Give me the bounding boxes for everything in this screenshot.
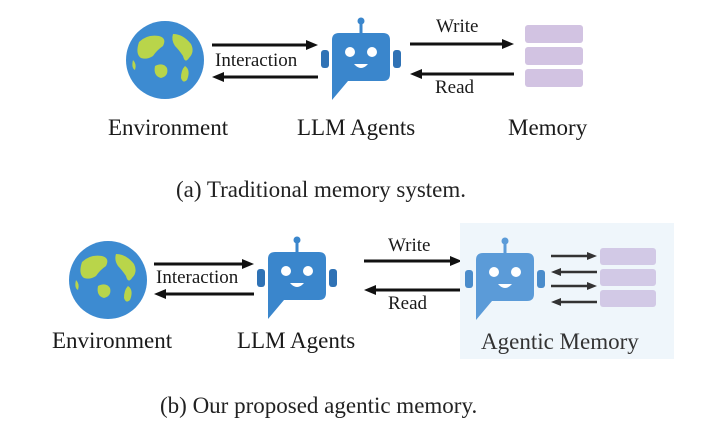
interaction-arrow-right <box>212 40 318 50</box>
memory-stack-icon <box>525 25 583 87</box>
interaction-arrow-right <box>154 259 254 269</box>
interaction-label: Interaction <box>156 267 239 288</box>
read-label: Read <box>388 293 428 314</box>
globe-icon <box>126 21 204 99</box>
interaction-label: Interaction <box>215 50 298 71</box>
read-arrow <box>410 69 514 79</box>
caption-a: (a) Traditional memory system. <box>176 177 467 202</box>
write-arrow <box>410 39 514 49</box>
read-label: Read <box>435 77 475 98</box>
environment-label: Environment <box>108 115 229 140</box>
memory-read-arrow-2 <box>551 298 597 306</box>
llm-agents-label: LLM Agents <box>237 328 356 353</box>
caption-b: (b) Our proposed agentic memory. <box>160 393 478 418</box>
memory-stack-icon <box>600 248 656 307</box>
globe-icon <box>69 241 147 319</box>
write-arrow <box>364 256 462 266</box>
memory-write-arrow-2 <box>551 282 597 290</box>
robot-memory-agent-icon <box>465 237 545 320</box>
robot-agent-icon <box>321 17 401 100</box>
agentic-memory-label: Agentic Memory <box>481 329 639 354</box>
read-arrow <box>364 285 462 295</box>
environment-label: Environment <box>52 328 173 353</box>
memory-write-arrow-1 <box>551 252 597 260</box>
write-label: Write <box>388 235 431 256</box>
memory-read-arrow-1 <box>551 268 597 276</box>
interaction-arrow-left <box>212 72 318 82</box>
robot-agent-icon <box>257 236 337 319</box>
interaction-arrow-left <box>154 289 254 299</box>
write-label: Write <box>436 16 479 37</box>
llm-agents-label: LLM Agents <box>297 115 416 140</box>
memory-label: Memory <box>508 115 588 140</box>
